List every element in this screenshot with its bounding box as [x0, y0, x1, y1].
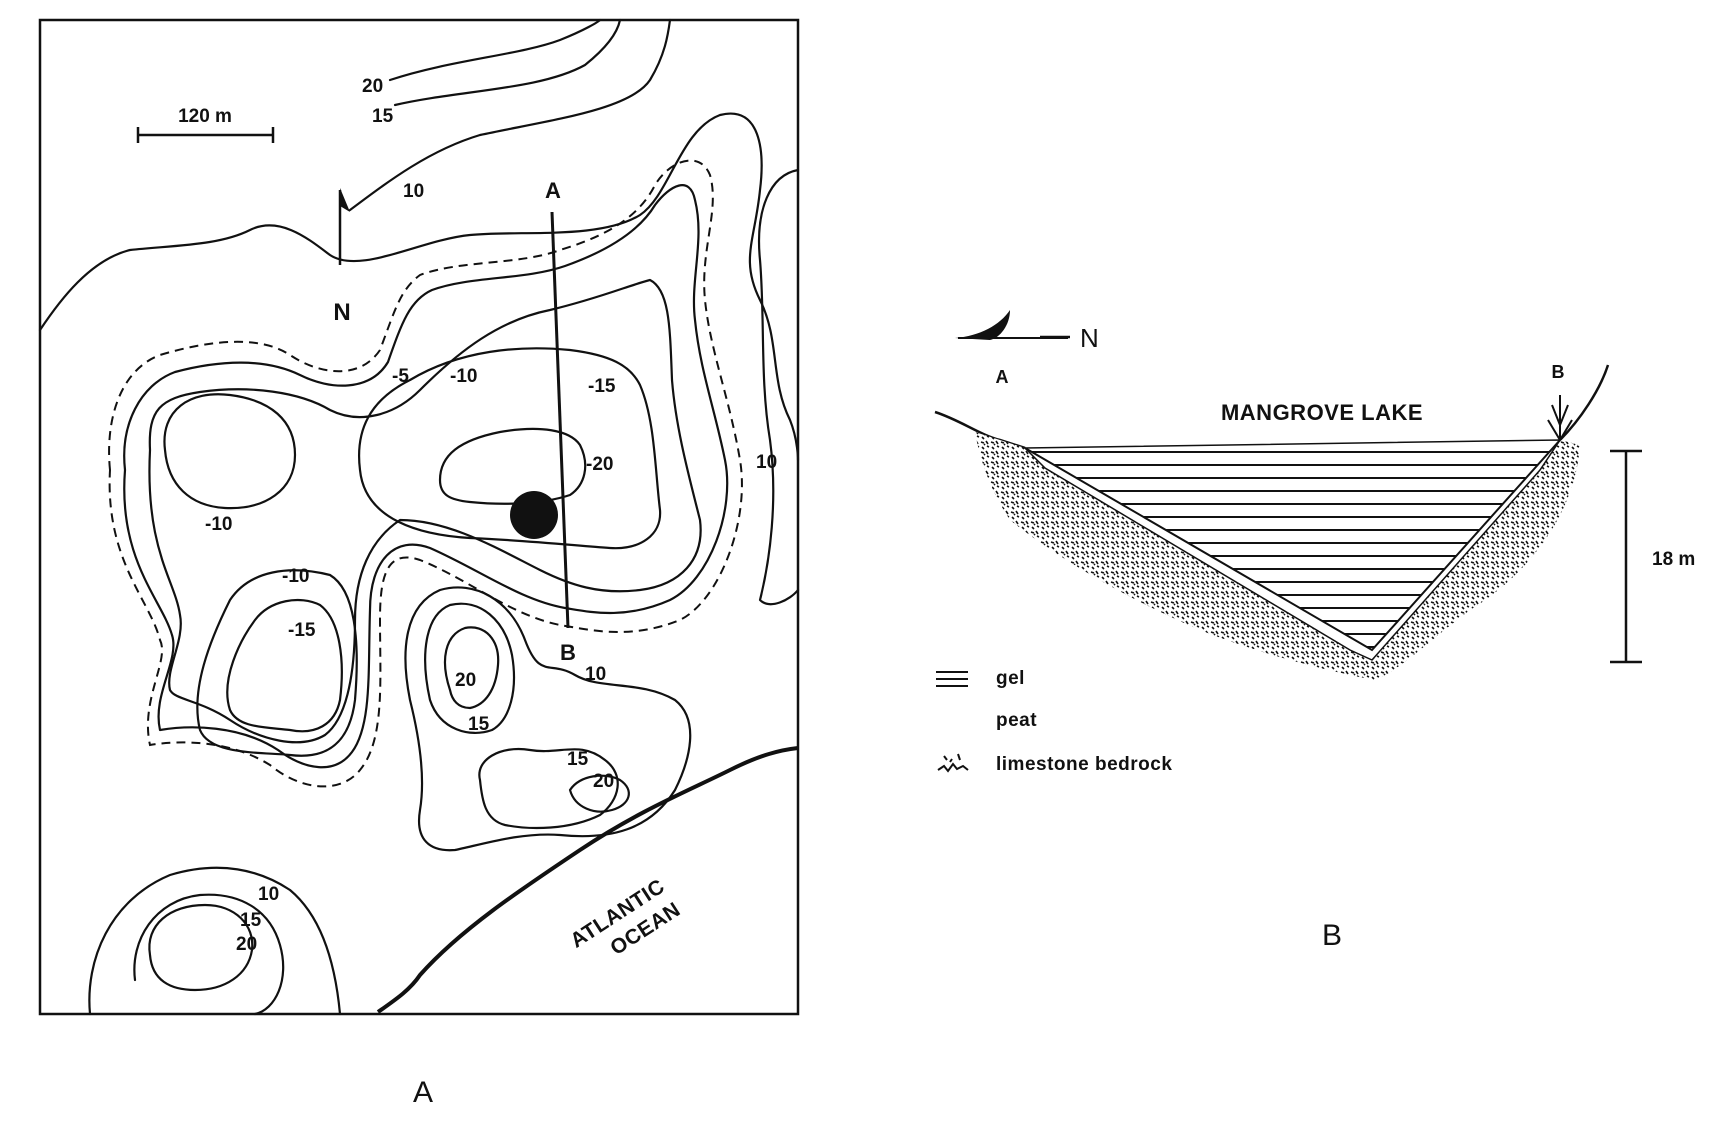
contour-m15-lower-basin: [226, 598, 343, 733]
label-c15-sw: 15: [240, 910, 262, 931]
depth-scale: 18 m: [1610, 449, 1695, 664]
north-label-b: N: [1080, 323, 1099, 353]
north-label-a: N: [333, 299, 350, 326]
panel-a-map: 120 m N A B 20 15 10 -5 -10 -15 -20 -10 …: [38, 18, 800, 1109]
contour-m15-central: [358, 347, 662, 550]
ocean-label: ATLANTIC OCEAN: [566, 875, 684, 960]
contour-m10-lower-basin: [196, 569, 358, 757]
contour-10-sw: [88, 866, 342, 1016]
lake-basin-outline: [1024, 439, 1561, 652]
contour-m10-left-basin: [163, 393, 297, 510]
contour-10-island: [404, 586, 692, 852]
transect-line: [550, 211, 570, 629]
section-end-a: A: [996, 367, 1009, 387]
depth-label: 18 m: [1652, 549, 1695, 570]
label-c10-se: 10: [585, 664, 606, 685]
label-c20-sw: 20: [236, 934, 257, 955]
contour-20-sw: [148, 903, 254, 992]
contour-10-east: [758, 168, 800, 606]
north-arrow-b: N: [955, 310, 1099, 353]
legend: gel peat limestone bedrock: [936, 668, 1172, 775]
label-c-m10-mid: -10: [450, 366, 477, 387]
panel-b-section: N A B MANGROVE LAKE 18 m: [934, 310, 1695, 952]
contour-20-north: [388, 18, 602, 82]
label-c-m15-mid: -15: [588, 376, 616, 397]
label-c15-island: 15: [468, 714, 490, 735]
label-c15-se: 15: [567, 749, 589, 770]
scale-bar: 120 m: [136, 106, 275, 143]
label-c10-sw: 10: [258, 884, 279, 905]
panel-b-letter: B: [1322, 919, 1342, 952]
legend-gel: gel: [996, 668, 1025, 689]
label-c20-island: 20: [455, 670, 476, 691]
land-surface-north: [1559, 364, 1610, 441]
transect-label-b: B: [560, 640, 576, 665]
label-c-m10-lower: -10: [282, 566, 309, 587]
atlantic-coastline: [376, 746, 799, 1014]
transect-label-a: A: [545, 178, 561, 203]
section-end-b: B: [1552, 362, 1565, 382]
contour-20-island: [443, 626, 500, 710]
contour-m20: [438, 427, 587, 505]
mangrove-icon: [1547, 395, 1573, 442]
legend-peat: peat: [996, 710, 1037, 731]
label-c-m5: -5: [392, 366, 409, 387]
legend-bedrock: limestone bedrock: [996, 754, 1172, 775]
scale-label: 120 m: [178, 106, 232, 127]
label-c15-top: 15: [372, 106, 394, 127]
legend-gel-swatch: [936, 671, 968, 687]
label-c20-se: 20: [593, 771, 614, 792]
label-c-m20: -20: [586, 454, 613, 475]
contour-outer-lagoon: [38, 112, 800, 462]
contour-m5: [123, 184, 729, 769]
bedrock-layer: [975, 432, 1580, 680]
north-arrow-a: N: [333, 188, 351, 326]
label-c10-top: 10: [403, 181, 424, 202]
map-frame: [38, 18, 800, 1016]
contour-15-sw: [133, 893, 285, 1016]
contour-15-north: [393, 18, 622, 107]
contour-10-north: [348, 18, 672, 212]
contour-15-island: [424, 602, 516, 734]
label-c-m15-lower: -15: [288, 620, 316, 641]
core-site-marker: [510, 491, 558, 539]
legend-bedrock-swatch: [937, 753, 969, 773]
label-c20-top: 20: [362, 76, 383, 97]
label-c-m10-left: -10: [205, 514, 232, 535]
contour-m10-main: [148, 278, 702, 744]
contour-20-se: [568, 774, 630, 813]
label-c10-right: 10: [756, 452, 777, 473]
lake-label: MANGROVE LAKE: [1221, 400, 1423, 425]
contour-15-se: [478, 747, 619, 830]
shoreline-dashed: [108, 159, 743, 788]
panel-a-letter: A: [413, 1076, 433, 1109]
